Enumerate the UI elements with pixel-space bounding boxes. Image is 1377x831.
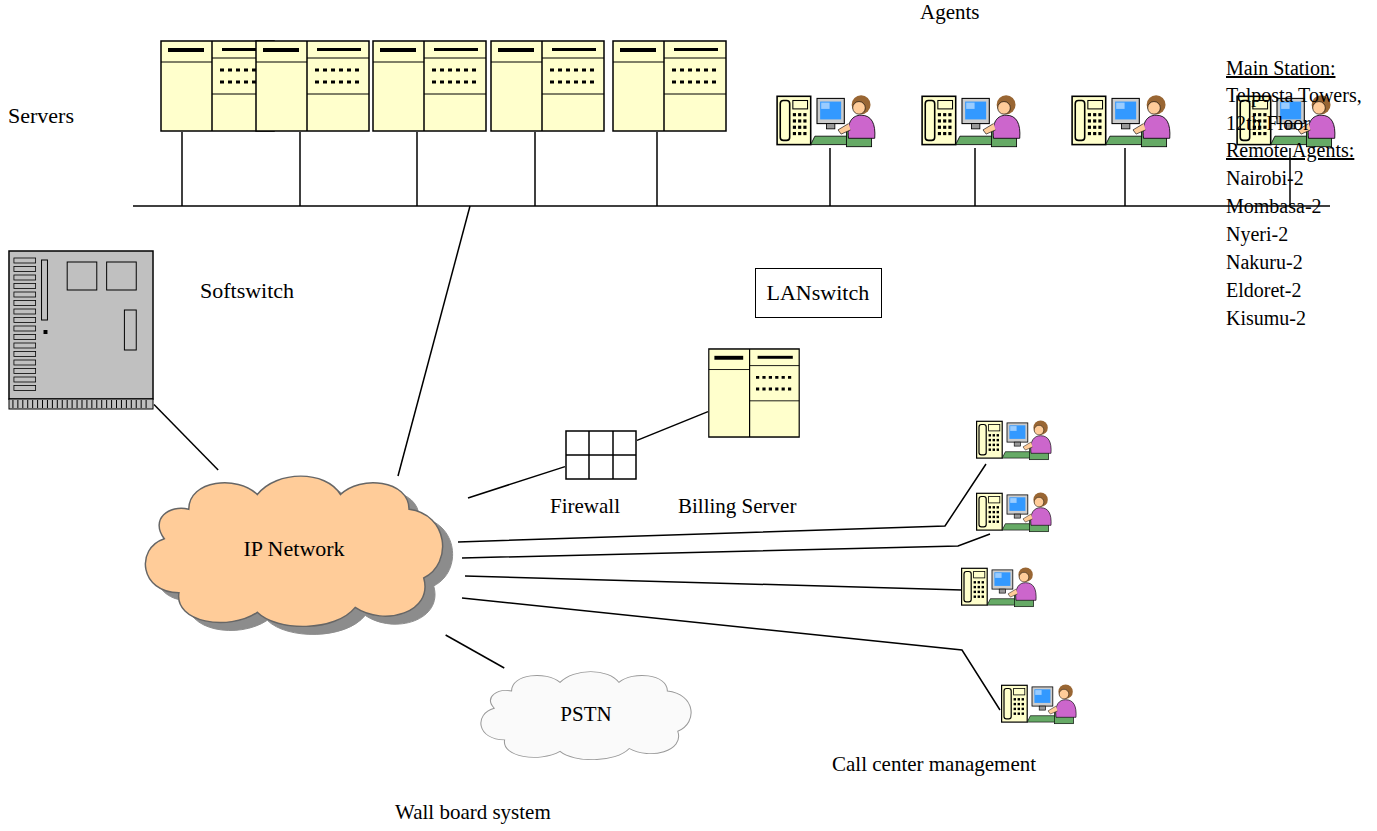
server-icons — [161, 41, 726, 131]
remote-agent-links — [458, 464, 1000, 710]
node-label: Softswitch — [200, 278, 294, 303]
lan-bus — [133, 132, 1330, 476]
site-floor: 12th Floor — [1226, 112, 1310, 135]
remote-site: Nyeri-2 — [1226, 223, 1288, 246]
system-label: Call center management — [832, 752, 1036, 776]
node-label: PSTN — [560, 702, 611, 726]
remote-site: Mombasa-2 — [1226, 195, 1322, 218]
remote-agent-icons — [962, 421, 1077, 724]
remote-site: Kisumu-2 — [1226, 307, 1306, 330]
ip-network-cloud: IP Network — [130, 470, 468, 635]
system-label: Wall board system — [395, 800, 551, 824]
network-link — [446, 635, 505, 668]
site-name: Telposta Towers, — [1226, 84, 1362, 107]
node-label: Billing Server — [678, 494, 796, 518]
billing-server-node: Billing Server — [708, 348, 800, 438]
network-link — [468, 467, 565, 498]
node-icon — [565, 430, 637, 480]
remote-site: Eldoret-2 — [1226, 279, 1302, 302]
network-link — [154, 405, 218, 470]
lanswitch-box: LANswitch — [755, 268, 882, 318]
node-label: LANswitch — [767, 280, 870, 305]
site-heading: Remote Agents: — [1226, 139, 1354, 162]
node-label: Firewall — [550, 494, 620, 518]
pstn-cloud: PSTN — [470, 668, 702, 760]
firewall-node: Firewall — [565, 430, 637, 480]
remote-site: Nairobi-2 — [1226, 167, 1304, 190]
group-label: Agents — [920, 0, 980, 24]
site-heading: Main Station: — [1226, 57, 1335, 80]
softswitch-node: Softswitch — [8, 250, 154, 410]
node-label: IP Network — [243, 536, 344, 561]
remote-site: Nakuru-2 — [1226, 251, 1303, 274]
network-link — [637, 412, 708, 441]
group-label: Servers — [8, 103, 74, 128]
node-icon — [8, 250, 154, 410]
node-icon — [708, 348, 800, 438]
